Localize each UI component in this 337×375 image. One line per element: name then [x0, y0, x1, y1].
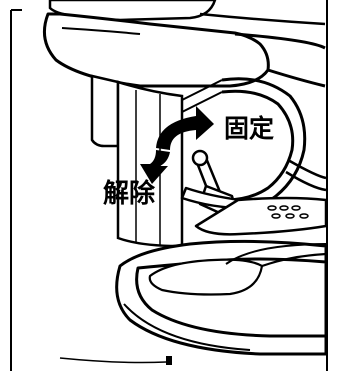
swivel-base — [115, 239, 328, 356]
curved-arrows-icon — [140, 106, 214, 184]
lock-label: 固定 — [224, 114, 275, 143]
base-foot — [166, 356, 172, 365]
base-floor-line — [59, 357, 167, 364]
lever — [180, 149, 246, 216]
seat-cushion — [42, 12, 326, 88]
lower-rail — [285, 158, 327, 192]
seat-block — [90, 74, 184, 248]
base-plate — [194, 196, 328, 236]
release-label: 解除 — [103, 179, 156, 209]
